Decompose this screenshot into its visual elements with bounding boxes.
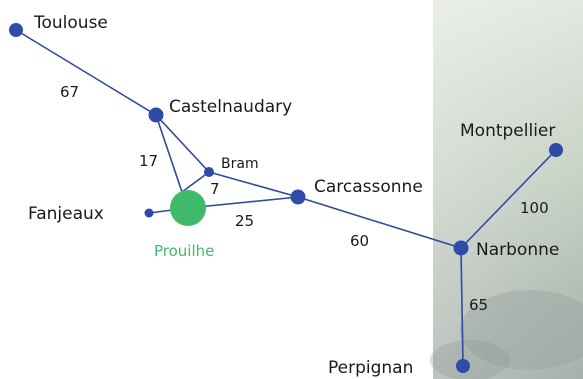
road-prouilhe-carcassonne xyxy=(187,196,299,209)
city-label-fanjeaux: Fanjeaux xyxy=(28,204,104,224)
road-carcassonne-narbonne xyxy=(297,196,462,249)
distance-label-montpellier-narbonne: 100 xyxy=(520,199,549,217)
road-narbonne-montpellier xyxy=(460,149,557,249)
city-labels: Toulouse Castelnaudary Bram Fanjeaux Pro… xyxy=(28,13,559,378)
city-node-bram[interactable] xyxy=(204,167,214,177)
city-node-fanjeaux[interactable] xyxy=(144,208,154,218)
city-node-narbonne[interactable] xyxy=(453,240,469,256)
distance-label-narbonne-perpignan: 65 xyxy=(469,296,488,314)
distance-label-toulouse-castelnaudary: 67 xyxy=(60,83,79,101)
city-node-perpignan[interactable] xyxy=(456,359,470,373)
city-label-carcassonne: Carcassonne xyxy=(314,177,423,197)
distance-label-prouilhe-carcassonne: 25 xyxy=(235,212,254,230)
road-bram-carcassonne xyxy=(208,171,299,198)
city-nodes xyxy=(9,23,563,373)
city-node-carcassonne[interactable] xyxy=(290,189,306,205)
city-node-castelnaudary[interactable] xyxy=(148,107,164,123)
city-label-prouilhe: Prouilhe xyxy=(154,242,214,260)
road-castelnaudary-prouilhe xyxy=(155,114,183,193)
city-label-narbonne: Narbonne xyxy=(476,240,559,260)
city-label-bram: Bram xyxy=(221,156,259,172)
road-castelnaudary-bram xyxy=(155,114,210,173)
city-node-prouilhe[interactable] xyxy=(170,190,206,226)
city-label-montpellier: Montpellier xyxy=(460,121,555,141)
distance-label-bram-prouilhe: 7 xyxy=(210,180,220,198)
distance-label-carcassonne-narbonne: 60 xyxy=(350,232,369,250)
city-node-montpellier[interactable] xyxy=(549,143,563,157)
city-label-castelnaudary: Castelnaudary xyxy=(169,97,292,117)
road-toulouse-castelnaudary xyxy=(15,29,157,116)
city-label-perpignan: Perpignan xyxy=(328,358,413,378)
distance-labels: 67 17 7 25 60 100 65 xyxy=(60,83,549,314)
distance-label-castelnaudary-prouilhe: 17 xyxy=(139,152,158,170)
city-node-toulouse[interactable] xyxy=(9,23,23,37)
road-narbonne-perpignan xyxy=(460,247,464,367)
road-prouilhe-bram xyxy=(181,171,210,193)
background-photo xyxy=(430,0,583,379)
city-label-toulouse: Toulouse xyxy=(33,13,108,33)
